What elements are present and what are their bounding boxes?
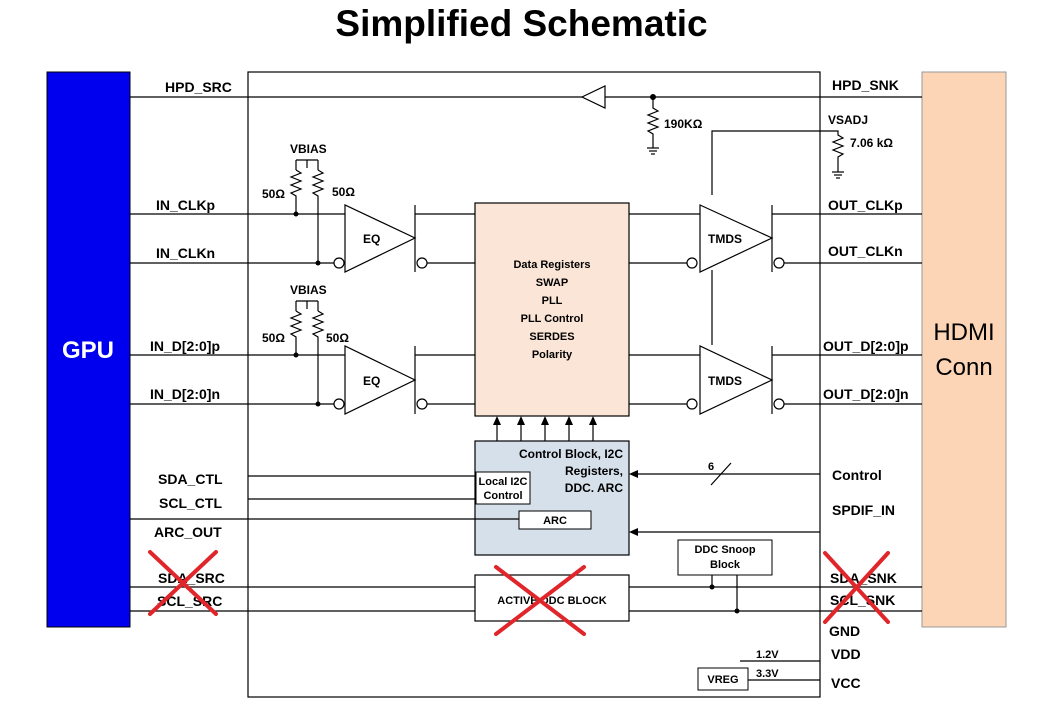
pin-vdd: VDD — [831, 646, 861, 662]
gpu-block — [46, 71, 131, 628]
r50-label-1b: 50Ω — [332, 185, 355, 199]
tmds-driver-data — [699, 345, 774, 415]
resistor-50-d — [311, 310, 325, 404]
eq-amp-data — [344, 345, 417, 415]
tmds-driver-clock — [699, 204, 774, 273]
pin-out-dp: OUT_D[2:0]p — [823, 338, 909, 354]
chip-outline — [247, 71, 821, 698]
resistor-50-b — [311, 169, 325, 263]
control-line-2: DDC. ARC — [565, 481, 624, 495]
core-line-5: Polarity — [532, 349, 573, 361]
core-line-1: SWAP — [536, 277, 568, 289]
control-to-core-arrows — [493, 416, 597, 441]
hdmi-label-line2: Conn — [935, 354, 992, 381]
pin-out-clkn: OUT_CLKn — [828, 243, 903, 259]
page-title: Simplified Schematic — [335, 3, 708, 44]
core-line-3: PLL Control — [521, 313, 584, 325]
active-ddc-label: ACTIVE DDC BLOCK — [497, 595, 606, 607]
resistor-50-a — [289, 169, 303, 214]
control-line-0: Control Block, I2C — [519, 447, 623, 461]
vreg-block — [697, 667, 749, 691]
tmds-label-clock: TMDS — [708, 232, 742, 246]
vreg-label: VREG — [707, 674, 738, 686]
arc-label: ARC — [543, 515, 567, 527]
core-register-block — [474, 202, 630, 417]
pin-in-clkp: IN_CLKp — [156, 197, 215, 213]
core-line-0: Data Registers — [513, 259, 590, 271]
vsadj-wire — [711, 130, 845, 195]
pin-out-clkp: OUT_CLKp — [828, 197, 903, 213]
hdmi-conn-block — [921, 71, 1007, 628]
pin-scl-src: SCL_SRC — [157, 593, 222, 609]
r50-label-2b: 50Ω — [326, 331, 349, 345]
resistor-190k-label: 190KΩ — [664, 117, 703, 131]
r50-label-1a: 50Ω — [262, 187, 285, 201]
pin-control: Control — [832, 467, 882, 483]
v33-label: 3.3V — [756, 668, 779, 680]
local-i2c-line-0: Local I2C — [479, 476, 528, 488]
r50-label-2a: 50Ω — [262, 331, 285, 345]
pin-in-clkn: IN_CLKn — [156, 245, 215, 261]
resistor-706k-label: 7.06 kΩ — [850, 136, 893, 150]
core-line-2: PLL — [542, 295, 563, 307]
vsadj-label: VSADJ — [828, 113, 868, 127]
ddc-snoop-line-1: Block — [710, 559, 741, 571]
bus-width-label: 6 — [708, 461, 714, 473]
vbias-label-2: VBIAS — [290, 283, 327, 297]
v12-label: 1.2V — [756, 649, 779, 661]
hpd-buffer — [580, 85, 606, 109]
control-line-1: Registers, — [565, 464, 623, 478]
tmds-label-data: TMDS — [708, 374, 742, 388]
strike-mark-active-ddc — [494, 565, 586, 636]
eq-amp-clock — [344, 204, 417, 273]
eq-label-data: EQ — [363, 374, 380, 388]
pin-hpd-snk: HPD_SNK — [832, 77, 899, 93]
resistor-50-c — [289, 310, 303, 355]
strike-mark-src — [148, 550, 218, 616]
local-i2c-block — [475, 471, 531, 505]
arc-block — [518, 510, 592, 530]
pin-out-dn: OUT_D[2:0]n — [823, 386, 909, 402]
resistor-190k — [646, 97, 660, 148]
ddc-snoop-block — [677, 539, 773, 576]
pin-sda-ctl: SDA_CTL — [158, 471, 223, 487]
pin-vcc: VCC — [831, 675, 861, 691]
pin-arc-out: ARC_OUT — [154, 524, 222, 540]
hdmi-label-line1: HDMI — [933, 319, 994, 346]
active-ddc-block — [474, 574, 630, 622]
pin-spdif-in: SPDIF_IN — [832, 502, 895, 518]
pin-in-dn: IN_D[2:0]n — [150, 386, 220, 402]
local-i2c-line-1: Control — [483, 490, 522, 502]
vbias-label-1: VBIAS — [290, 142, 327, 156]
gpu-label: GPU — [62, 337, 114, 364]
pin-gnd: GND — [829, 623, 860, 639]
core-line-4: SERDES — [529, 331, 574, 343]
pin-in-dp: IN_D[2:0]p — [150, 338, 220, 354]
strike-mark-snk — [823, 551, 890, 624]
ddc-snoop-line-0: DDC Snoop — [694, 544, 755, 556]
pin-hpd-src: HPD_SRC — [165, 79, 232, 95]
pin-scl-ctl: SCL_CTL — [159, 495, 222, 511]
eq-label-clock: EQ — [363, 232, 380, 246]
